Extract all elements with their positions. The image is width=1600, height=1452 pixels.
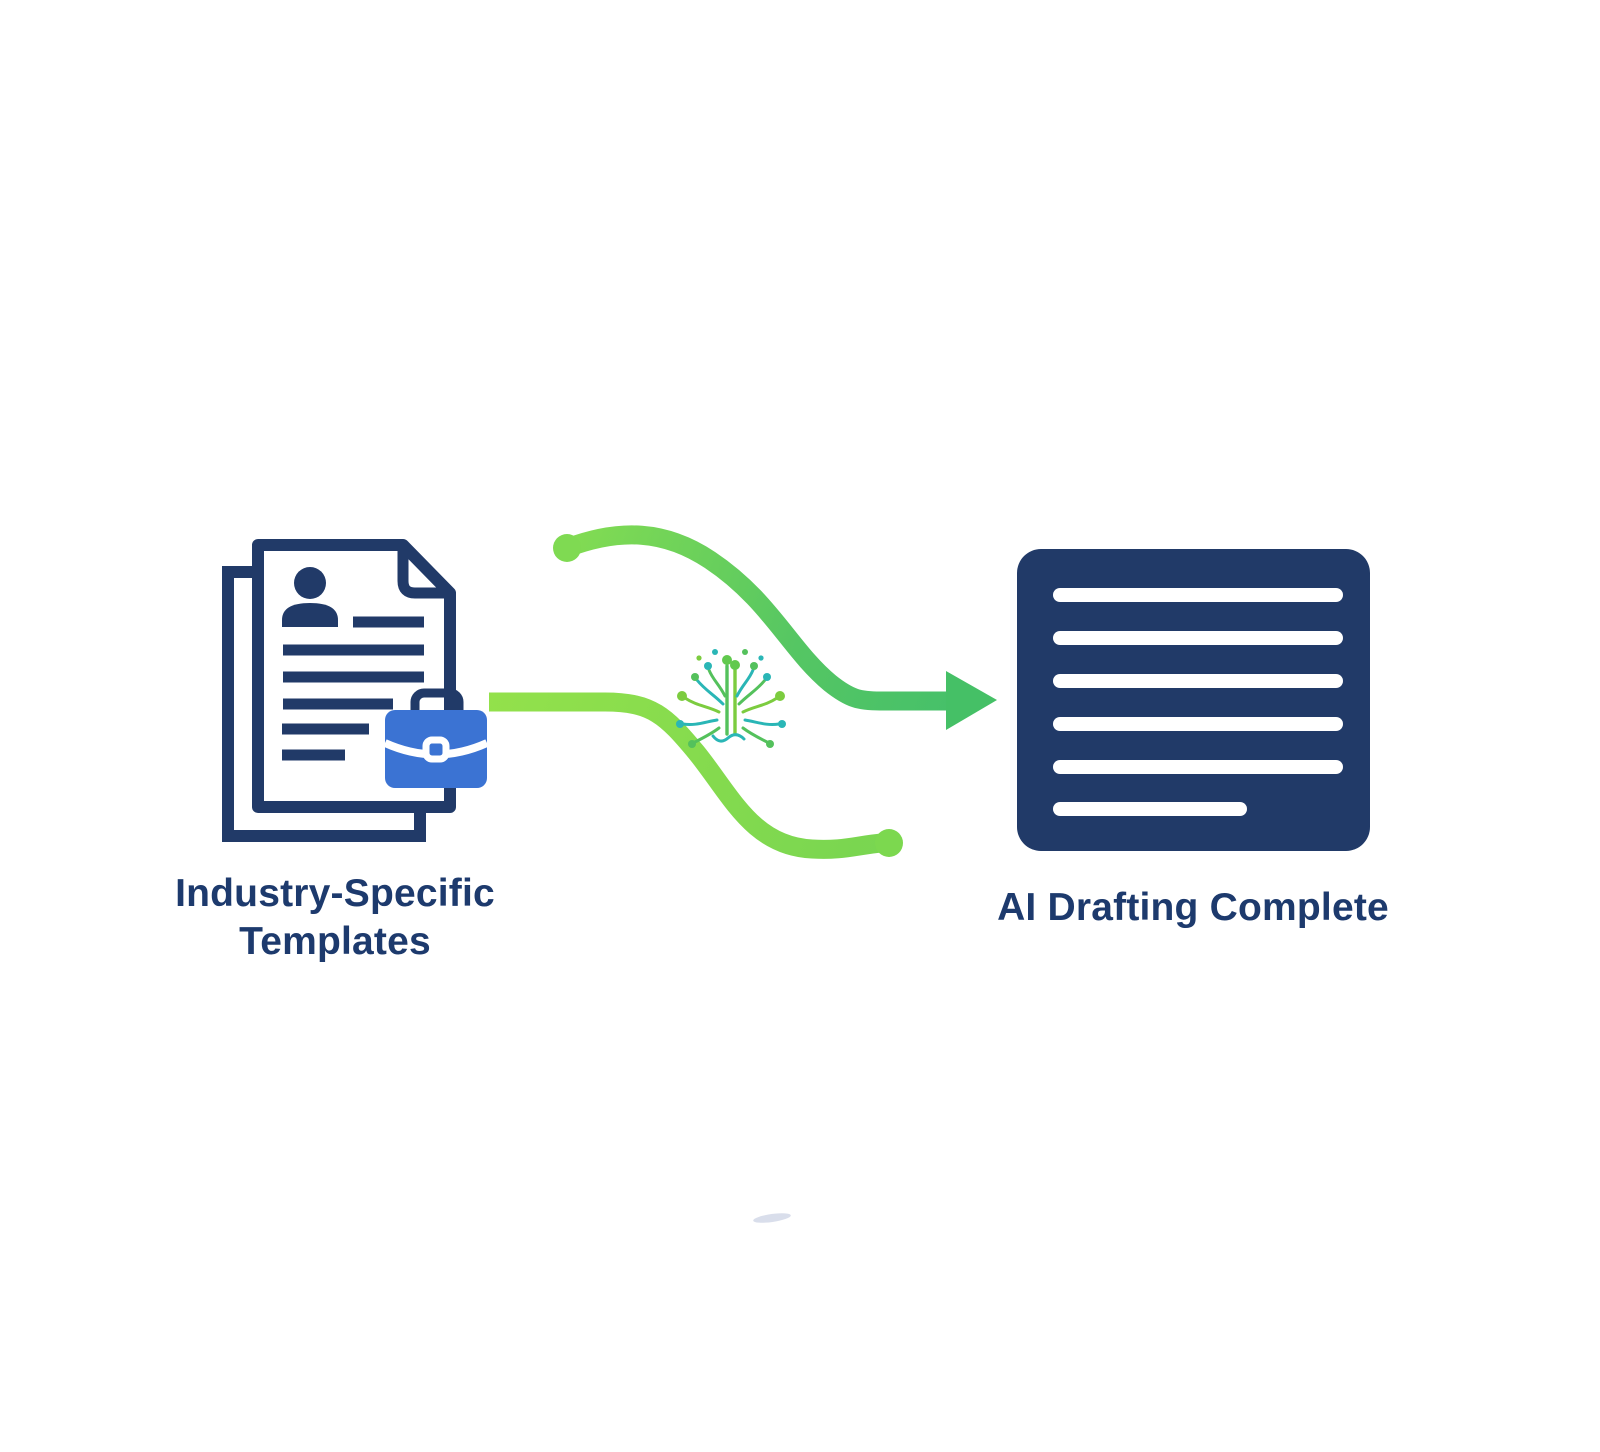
arrowhead-icon	[946, 671, 997, 730]
flow-curve-top	[553, 525, 997, 730]
curve-end-dot	[875, 829, 903, 857]
drafted-document-icon	[1017, 549, 1370, 851]
page-text-lines	[282, 616, 424, 761]
ai-brain-icon	[676, 649, 786, 748]
target-node-label: AI Drafting Complete	[997, 886, 1389, 929]
briefcase-icon	[383, 688, 489, 788]
flow-curve-bottom	[489, 692, 903, 859]
source-node-label: Industry-Specific Templates	[175, 872, 495, 963]
document-stack-icon	[222, 539, 489, 842]
page-fold-corner-icon	[397, 548, 447, 599]
person-icon	[282, 567, 338, 627]
curve-start-dot	[553, 534, 581, 562]
draft-text-lines	[1053, 588, 1343, 816]
smudge-artifact	[753, 1213, 791, 1223]
